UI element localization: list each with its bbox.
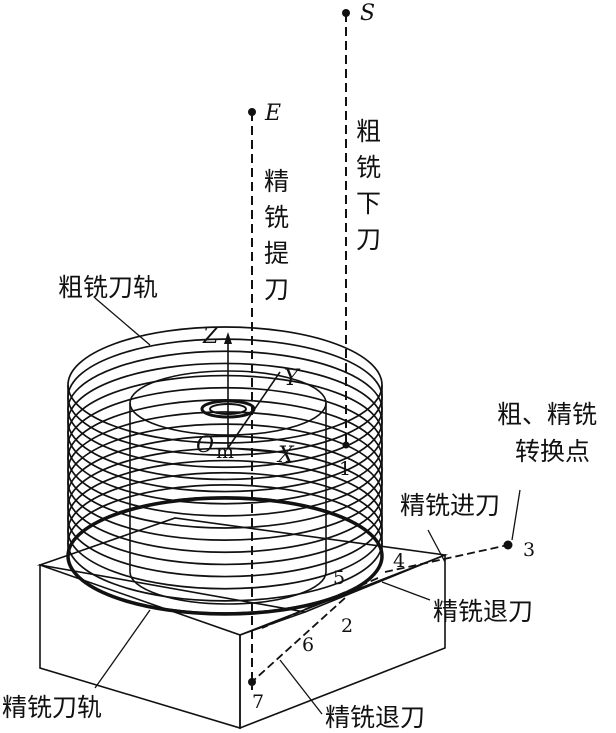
axis-x-label: X (276, 443, 295, 468)
point-3-marker (503, 540, 513, 550)
transition-paths (248, 441, 513, 686)
point-s-label: S (360, 1, 375, 26)
base-right-face (239, 553, 446, 730)
base-top-face (36, 517, 449, 613)
approach-path (384, 544, 509, 573)
point-3-label: 3 (523, 539, 535, 561)
origin-subscript: m (216, 441, 234, 463)
finish-path-label: 精铣刀轨 (2, 693, 102, 722)
finish-retract-label-1: 精铣退刀 (433, 597, 533, 626)
svg-text:精铣提刀: 精铣提刀 (264, 167, 289, 304)
rough-ring (67, 374, 383, 493)
point-1-label: 1 (339, 458, 351, 480)
point-2-label: 2 (341, 615, 353, 637)
retract-path-a (261, 577, 379, 629)
point-e-marker (248, 108, 256, 116)
origin-label: O (196, 433, 214, 458)
point-5-label: 5 (333, 567, 345, 589)
rough-ring (67, 447, 383, 566)
rough-ring (67, 326, 383, 444)
svg-text:粗铣下刀: 粗铣下刀 (356, 117, 381, 254)
switch-point-label-line1: 粗、精铣 (497, 400, 597, 429)
rough-down-label: 粗铣下刀 (356, 117, 381, 254)
point-4-label: 4 (393, 550, 405, 572)
retract-path-b (253, 597, 346, 681)
point-s-marker (342, 9, 350, 17)
rough-ring (67, 459, 383, 578)
finish-approach-label: 精铣进刀 (400, 491, 500, 520)
rough-ring (67, 411, 383, 529)
point-7-label: 7 (252, 691, 264, 713)
axis-z-label: Z (202, 324, 219, 349)
point-e-label: E (264, 101, 281, 126)
finish-lift-label: 精铣提刀 (264, 167, 289, 304)
finish-retract-label-2: 精铣退刀 (325, 703, 425, 732)
switch-point-label-line2: 转换点 (515, 437, 590, 466)
point-6-label: 6 (302, 634, 314, 656)
leader-lines (94, 297, 521, 715)
finish-bottom-ring (66, 496, 384, 616)
point-1-marker (342, 441, 350, 449)
point-7-marker (248, 678, 256, 686)
coordinate-axes (224, 332, 281, 453)
axis-y-label: Y (284, 366, 301, 391)
rough-path-label: 粗铣刀轨 (58, 273, 158, 302)
rough-ring (67, 338, 383, 456)
